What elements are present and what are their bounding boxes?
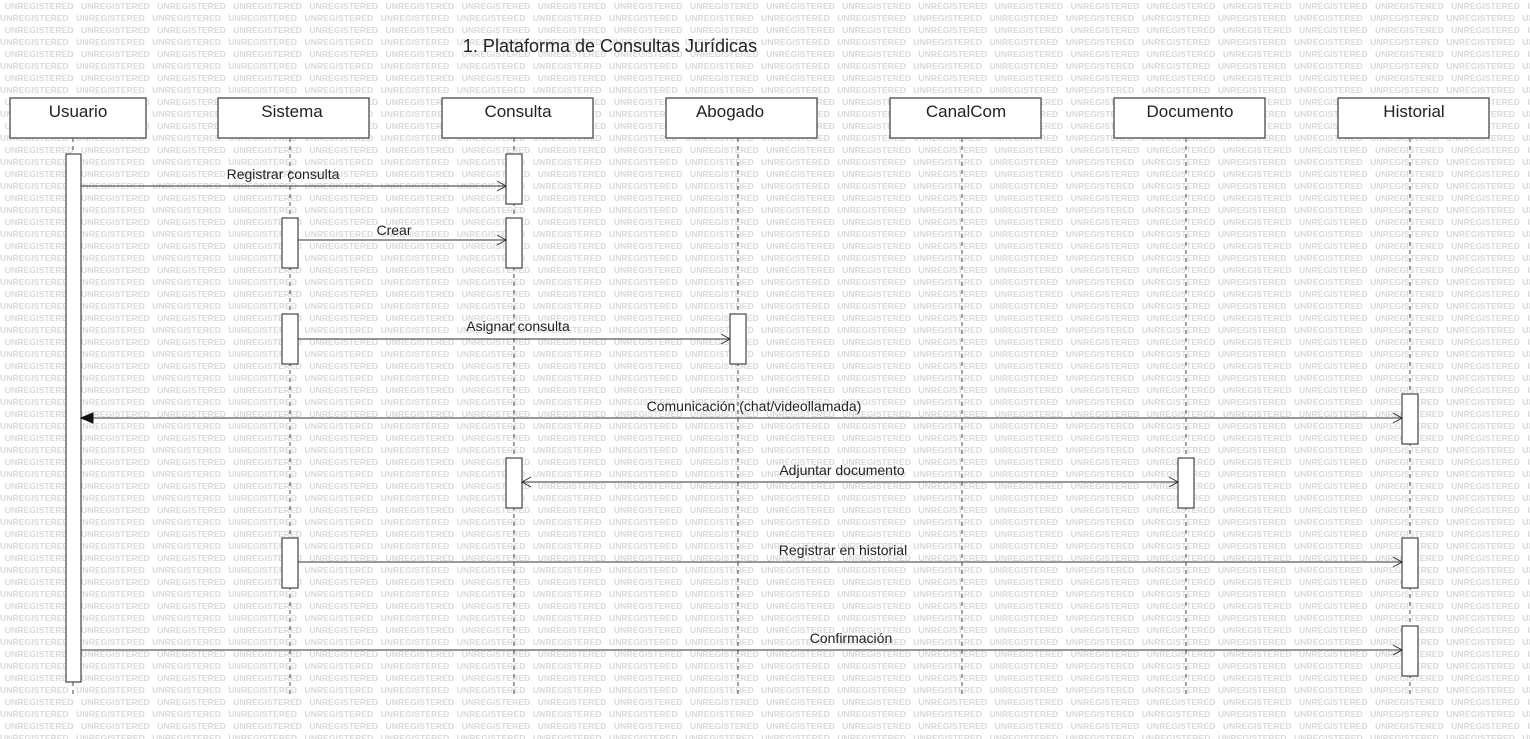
lifeline-label: Usuario (49, 102, 108, 121)
message-confirmacion[interactable]: Confirmación (81, 630, 1404, 656)
message-label: Adjuntar documento (779, 462, 905, 478)
lifeline-abogado[interactable]: Abogado (665, 97, 818, 697)
message-comunicacion[interactable]: Comunicación (chat/videollamada) (79, 398, 1404, 424)
message-crear[interactable]: Crear (298, 222, 508, 246)
arrowhead-filled-icon (79, 412, 94, 424)
arrowhead-open-icon (1392, 412, 1404, 424)
arrowhead-open-icon (720, 333, 732, 345)
arrowhead-open-icon (1168, 476, 1180, 488)
lifeline-canalcom[interactable]: CanalCom (889, 97, 1042, 697)
lifeline-label: CanalCom (926, 102, 1006, 121)
activation-bars (65, 153, 1419, 683)
activation-bar-usuario[interactable] (65, 153, 82, 683)
message-adjuntar-documento[interactable]: Adjuntar documento (520, 462, 1180, 488)
activation-bar-historial[interactable] (1401, 393, 1419, 445)
activation-bar-consulta[interactable] (505, 153, 523, 205)
arrowhead-open-icon (1392, 644, 1404, 656)
activation-bar-sistema[interactable] (281, 217, 299, 269)
arrowhead-open-icon (1392, 556, 1404, 568)
message-label: Asignar consulta (466, 318, 570, 334)
lifeline-head[interactable] (665, 97, 818, 139)
activation-bar-documento[interactable] (1177, 457, 1195, 509)
message-label: Comunicación (chat/videollamada) (647, 398, 862, 414)
message-label: Confirmación (810, 630, 892, 646)
lifeline-head[interactable] (1337, 97, 1490, 139)
message-registrar-en-historial[interactable]: Registrar en historial (298, 542, 1404, 568)
arrowhead-open-icon (496, 234, 508, 246)
activation-bar-consulta[interactable] (505, 217, 523, 269)
lifeline-head[interactable] (889, 97, 1042, 139)
activation-bar-historial[interactable] (1401, 625, 1419, 677)
arrowhead-open-icon (496, 180, 508, 192)
lifeline-head[interactable] (1113, 97, 1266, 139)
activation-bar-consulta[interactable] (505, 457, 523, 509)
lifeline-label: Historial (1383, 102, 1444, 121)
lifeline-usuario[interactable]: Usuario (9, 97, 147, 697)
activation-bar-abogado[interactable] (729, 313, 747, 365)
message-label: Registrar consulta (227, 166, 340, 182)
lifeline-label: Abogado (696, 102, 764, 121)
lifeline-head[interactable] (9, 97, 147, 139)
message-label: Registrar en historial (779, 542, 907, 558)
diagram-title: 1. Plataforma de Consultas Jurídicas (463, 36, 757, 56)
arrowhead-open-icon (520, 476, 532, 488)
message-registrar-consulta[interactable]: Registrar consulta (81, 166, 508, 192)
message-label: Crear (376, 222, 411, 238)
lifeline-consulta[interactable]: Consulta (441, 97, 594, 697)
lifeline-documento[interactable]: Documento (1113, 97, 1266, 697)
lifeline-historial[interactable]: Historial (1337, 97, 1490, 697)
lifeline-label: Documento (1147, 102, 1234, 121)
activation-bar-sistema[interactable] (281, 537, 299, 589)
lifeline-sistema[interactable]: Sistema (217, 97, 370, 697)
activation-bar-historial[interactable] (1401, 537, 1419, 589)
lifeline-head[interactable] (217, 97, 370, 139)
lifeline-label: Sistema (261, 102, 323, 121)
activation-bar-sistema[interactable] (281, 313, 299, 365)
message-asignar-consulta[interactable]: Asignar consulta (298, 318, 732, 345)
lifeline-label: Consulta (484, 102, 552, 121)
lifeline-head[interactable] (441, 97, 594, 139)
